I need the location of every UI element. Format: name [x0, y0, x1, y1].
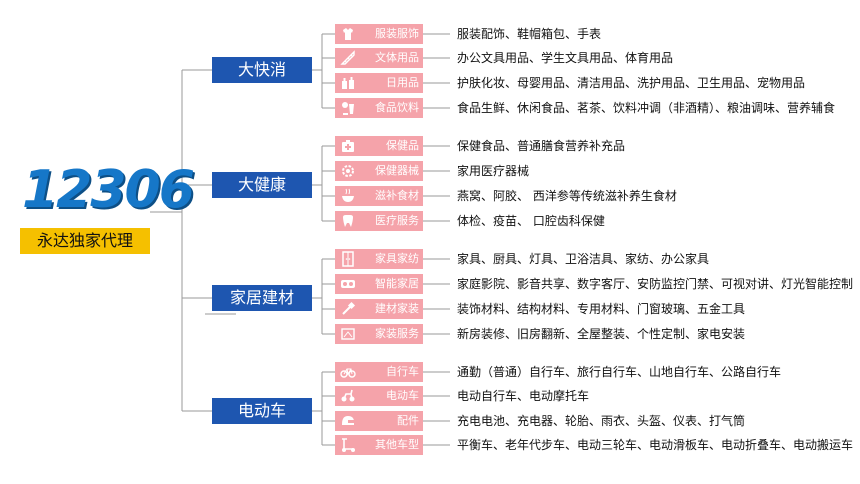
bottles-icon — [340, 75, 356, 91]
logo-number: 12306 — [22, 160, 195, 220]
category-main-box: 大健康 — [212, 172, 312, 198]
category-main-box: 电动车 — [212, 398, 312, 424]
subcategory-label: 电动车 — [386, 389, 419, 402]
gear-icon — [340, 163, 356, 179]
shirt-icon — [340, 26, 356, 42]
subcategory-label: 食品饮料 — [375, 101, 419, 114]
subcategory-box: 智能家居 — [335, 274, 423, 294]
tagline-badge: 永达独家代理 — [20, 228, 150, 254]
subcategory-box: 滋补食材 — [335, 186, 423, 206]
wardrobe-icon — [340, 251, 356, 267]
subcategory-box: 配件 — [335, 411, 423, 431]
category-main-box: 大快消 — [212, 57, 312, 83]
subcategory-label: 医疗服务 — [375, 214, 419, 227]
subcategory-box: 保健品 — [335, 136, 423, 156]
subcategory-description: 燕窝、阿胶、 西洋参等传统滋补养生食材 — [457, 189, 677, 203]
subcategory-box: 电动车 — [335, 386, 423, 406]
bowl-icon — [340, 188, 356, 204]
subcategory-description: 服装配饰、鞋帽箱包、手表 — [457, 27, 602, 41]
subcategory-label: 滋补食材 — [375, 189, 419, 202]
subcategory-description: 通勤（普通）自行车、旅行自行车、山地自行车、公路自行车 — [457, 365, 782, 379]
medkit-icon — [340, 138, 356, 154]
subcategory-box: 日用品 — [335, 73, 423, 93]
subcategory-label: 文体用品 — [375, 51, 419, 64]
helmet-icon — [340, 413, 356, 429]
subcategory-box: 医疗服务 — [335, 211, 423, 231]
subcategory-description: 家庭影院、影音共享、数字客厅、安防监控门禁、可视对讲、灯光智能控制 — [457, 277, 854, 291]
subcategory-box: 文体用品 — [335, 48, 423, 68]
scooter-icon — [340, 388, 356, 404]
subcategory-description: 办公文具用品、学生文具用品、体育用品 — [457, 51, 674, 65]
drink-icon — [340, 100, 356, 116]
tools-icon — [340, 326, 356, 342]
subcategory-description: 平衡车、老年代步车、电动三轮车、电动滑板车、电动折叠车、电动搬运车 — [457, 438, 854, 452]
subcategory-box: 建材家装 — [335, 299, 423, 319]
subcategory-label: 自行车 — [386, 365, 419, 378]
subcategory-description: 电动自行车、电动摩托车 — [457, 389, 590, 403]
subcategory-description: 家具、厨具、灯具、卫浴洁具、家纺、办公家具 — [457, 252, 710, 266]
subcategory-label: 日用品 — [386, 76, 419, 89]
subcategory-box: 食品饮料 — [335, 98, 423, 118]
subcategory-description: 装饰材料、结构材料、专用材料、门窗玻璃、五金工具 — [457, 302, 746, 316]
subcategory-label: 家具家纺 — [375, 252, 419, 265]
subcategory-description: 保健食品、普通膳食营养补充品 — [457, 139, 626, 153]
bicycle-icon — [340, 364, 356, 380]
subcategory-box: 保健器械 — [335, 161, 423, 181]
subcategory-box: 服装服饰 — [335, 24, 423, 44]
subcategory-description: 家用医疗器械 — [457, 164, 530, 178]
subcategory-label: 保健品 — [386, 139, 419, 152]
subcategory-box: 其他车型 — [335, 435, 423, 455]
ruler-icon — [340, 50, 356, 66]
subcategory-description: 护肤化妆、母婴用品、清洁用品、洗护用品、卫生用品、宠物用品 — [457, 76, 806, 90]
subcategory-description: 体检、疫苗、 口腔齿科保健 — [457, 214, 605, 228]
subcategory-label: 其他车型 — [375, 438, 419, 451]
subcategory-description: 新房装修、旧房翻新、全屋整装、个性定制、家电安装 — [457, 327, 746, 341]
subcategory-box: 自行车 — [335, 362, 423, 382]
kickscooter-icon — [340, 437, 356, 453]
subcategory-label: 建材家装 — [375, 302, 419, 315]
brush-icon — [340, 301, 356, 317]
subcategory-box: 家具家纺 — [335, 249, 423, 269]
category-main-box: 家居建材 — [212, 285, 312, 311]
subcategory-label: 服装服饰 — [375, 27, 419, 40]
tooth-icon — [340, 213, 356, 229]
subcategory-label: 智能家居 — [375, 277, 419, 290]
subcategory-label: 配件 — [397, 414, 419, 427]
subcategory-label: 家装服务 — [375, 327, 419, 340]
subcategory-description: 充电电池、充电器、轮胎、雨衣、头盔、仪表、打气筒 — [457, 414, 746, 428]
subcategory-description: 食品生鲜、休闲食品、茗茶、饮料冲调（非酒精）、粮油调味、营养辅食 — [457, 101, 836, 115]
subcategory-label: 保健器械 — [375, 164, 419, 177]
vr-icon — [340, 276, 356, 292]
subcategory-box: 家装服务 — [335, 324, 423, 344]
